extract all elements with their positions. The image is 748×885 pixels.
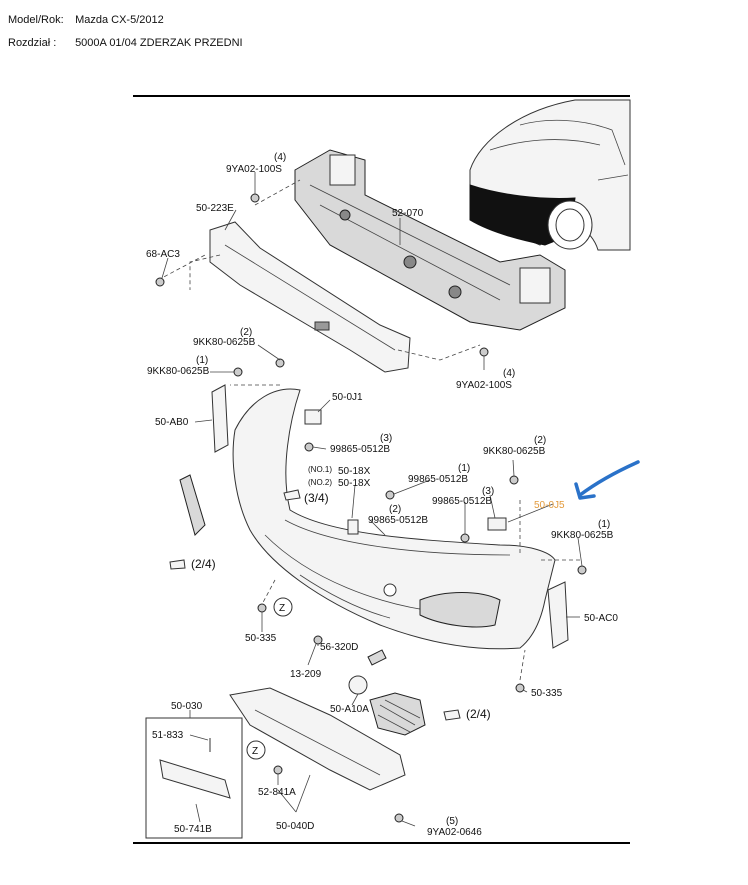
qty-label: (5) [446, 816, 458, 827]
qty-label: (1) [458, 463, 470, 474]
highlighted-part-label: 50-0J5 [534, 500, 565, 511]
part-number-label: 9YA02-0646 [427, 827, 482, 838]
z-marker-icon [273, 597, 293, 617]
part-number-label: 52-070 [392, 208, 424, 219]
section-label: Rozdział : [8, 37, 57, 49]
z-label: Z [252, 746, 258, 757]
bolt-icon [155, 277, 165, 287]
note-label: (NO.1) [308, 465, 332, 474]
clip-50-0J1 [304, 409, 322, 425]
qty-label: (3) [482, 486, 494, 497]
bolt-icon [304, 442, 314, 452]
side-fog-cover [179, 474, 206, 536]
under-cover-50-040D [229, 687, 406, 791]
bolt-icon [250, 193, 260, 203]
qty-label: (4) [503, 368, 515, 379]
bumper-reinforcement-52-070 [294, 149, 566, 331]
bolt-icon [275, 358, 285, 368]
part-number-label: 99865-0512B [368, 515, 428, 526]
car-inset-illustration [469, 99, 631, 251]
part-number-label: 50-0J1 [332, 392, 363, 403]
part-number-label: 9YA02-100S [226, 164, 282, 175]
part-number-label: 50-18X [338, 478, 371, 489]
qty-label: (2) [389, 504, 401, 515]
qty-label: (1) [598, 519, 610, 530]
bolt-icon [460, 533, 470, 543]
annotation-arrow [578, 460, 640, 497]
page-ref-label: (2/4) [191, 557, 216, 571]
tow-hook-cap [348, 675, 368, 695]
part-number-label: 50-18X [338, 466, 371, 477]
z-label: Z [279, 603, 285, 614]
model-value: Mazda CX-5/2012 [75, 14, 164, 26]
part-number-label: 50-335 [245, 633, 277, 644]
lower-grille-50-A10A [369, 692, 426, 736]
part-number-label: 50-040D [276, 821, 314, 832]
part-number-label: 50-335 [531, 688, 563, 699]
part-number-label: 9YA02-100S [456, 380, 512, 391]
part-number-label: 50-AC0 [584, 613, 618, 624]
part-number-label: 50-AB0 [155, 417, 189, 428]
bolt-icon [233, 367, 243, 377]
clip-50-18X [347, 519, 359, 535]
pointer-hand-icon [283, 489, 301, 501]
page-ref-label: (2/4) [466, 707, 491, 721]
qty-label: (3) [380, 433, 392, 444]
bolt-icon [577, 565, 587, 575]
clip-50-0J5 [487, 517, 507, 531]
bolt-icon [509, 475, 519, 485]
part-number-label: 51-833 [152, 730, 184, 741]
bumper-cover [232, 388, 556, 650]
part-number-label: 99865-0512B [432, 496, 492, 507]
part-labels: (4) 9YA02-100S 50-223E 52-070 68-AC3 (2)… [146, 152, 618, 838]
pointer-hand-icon [443, 709, 461, 721]
nut-icon [257, 603, 267, 613]
nut-icon [273, 765, 283, 775]
license-plate-box [145, 717, 243, 839]
part-number-label: 50-223E [196, 203, 234, 214]
section-row: Rozdział : 5000A 01/04 ZDERZAK PRZEDNI [8, 37, 243, 49]
qty-label: (4) [274, 152, 286, 163]
part-number-label: 13-209 [290, 669, 322, 680]
part-number-label: 9KK80-0625B [193, 337, 256, 348]
part-number-label: 9KK80-0625B [551, 530, 614, 541]
annotation-arrow-head [574, 482, 596, 500]
part-number-label: 99865-0512B [330, 444, 390, 455]
tow-hook [367, 649, 387, 666]
qty-label: (1) [196, 355, 208, 366]
part-number-label: 50-741B [174, 824, 212, 835]
pointer-hand-icon [169, 559, 186, 570]
part-number-label: 52-841A [258, 787, 296, 798]
z-marker-icon [246, 740, 266, 760]
bracket-50-AB0 [211, 384, 229, 453]
part-number-label: 99865-0512B [408, 474, 468, 485]
part-number-label: 9KK80-0625B [147, 366, 210, 377]
bolt-icon [385, 490, 395, 500]
note-label: (NO.2) [308, 478, 332, 487]
section-value: 5000A 01/04 ZDERZAK PRZEDNI [75, 37, 243, 49]
model-row: Model/Rok: Mazda CX-5/2012 [8, 14, 164, 26]
qty-label: (2) [240, 327, 252, 338]
leader-lines [161, 172, 583, 827]
energy-absorber-50-223E [209, 221, 411, 373]
bracket-50-AC0 [547, 581, 569, 649]
part-number-label: 50-030 [171, 701, 203, 712]
nut-icon [515, 683, 525, 693]
part-number-label: 56-320D [320, 642, 358, 653]
part-number-label: 68-AC3 [146, 249, 180, 260]
qty-label: (2) [534, 435, 546, 446]
part-number-label: 9KK80-0625B [483, 446, 546, 457]
model-label: Model/Rok: [8, 14, 64, 26]
bolt-icon [394, 813, 404, 823]
bolt-icon [479, 347, 489, 357]
page-ref-label: (3/4) [304, 491, 329, 505]
part-number-label: 50-A10A [330, 704, 369, 715]
license-plate-bracket [159, 759, 231, 799]
